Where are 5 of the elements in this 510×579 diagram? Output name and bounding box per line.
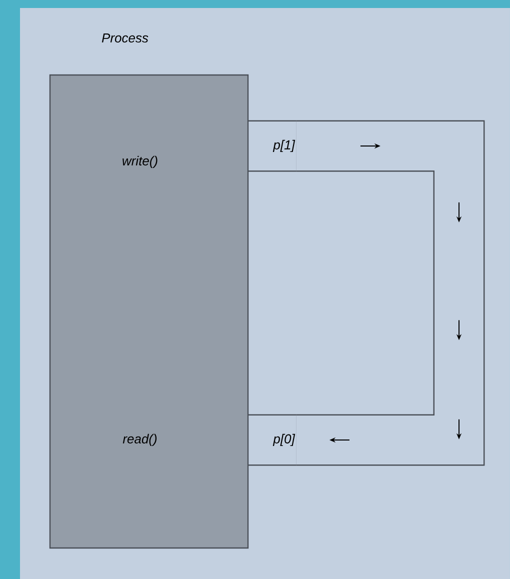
pipe-end-label: p[1] bbox=[272, 140, 296, 152]
node-label: Process bbox=[102, 33, 148, 43]
pipe-end-label: p[0] bbox=[272, 434, 296, 446]
pipe-arrow bbox=[296, 120, 485, 466]
process-box: Process write() read() bbox=[49, 33, 249, 549]
